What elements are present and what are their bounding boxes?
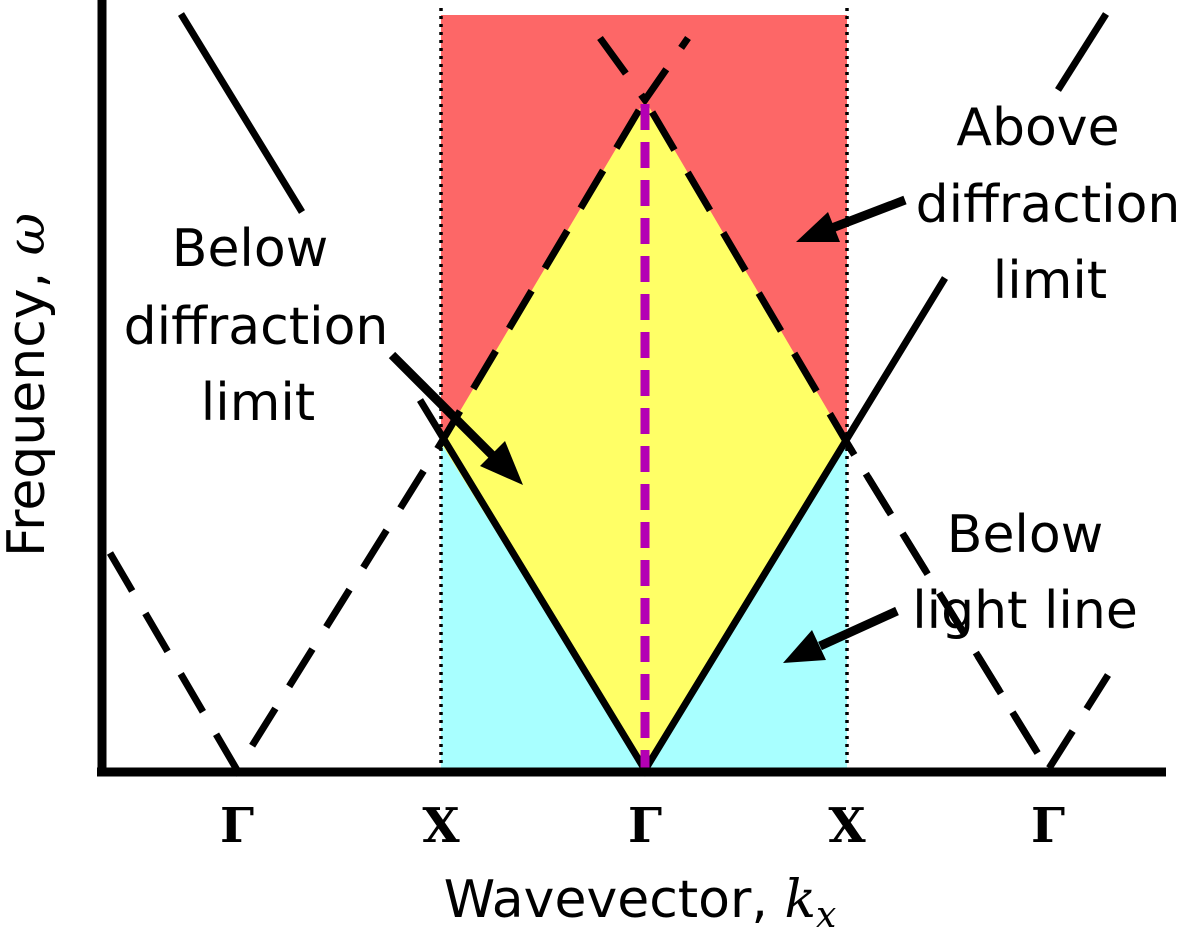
tick-x-1: X <box>422 798 460 854</box>
x-axis-title: Wavevector, kx <box>444 870 837 931</box>
light-line-upper-right <box>1055 12 1109 92</box>
light-line-upper-left <box>178 12 305 214</box>
tick-gamma-3: Γ <box>1031 798 1065 854</box>
y-axis-title: Frequency, ω <box>0 213 57 557</box>
svg-text:limit: limit <box>993 251 1107 311</box>
label-above-diffraction: Above diffraction limit <box>916 98 1181 311</box>
tick-gamma-1: Γ <box>220 798 254 854</box>
svg-text:limit: limit <box>201 373 315 433</box>
tick-x-2: X <box>828 798 866 854</box>
svg-text:Below: Below <box>172 219 328 279</box>
folded-line-top <box>597 35 691 107</box>
tick-gamma-2: Γ <box>628 798 662 854</box>
svg-text:diffraction: diffraction <box>124 297 389 357</box>
svg-text:Above: Above <box>956 98 1119 158</box>
arrow-below-diffraction <box>388 351 523 485</box>
label-below-diffraction: Below diffraction limit <box>124 219 389 433</box>
svg-text:Below: Below <box>947 505 1103 565</box>
folded-line-right <box>844 441 1051 772</box>
svg-text:light line: light line <box>912 581 1138 641</box>
svg-text:diffraction: diffraction <box>916 175 1181 235</box>
arrow-above-diffraction <box>796 195 907 242</box>
label-below-light-line: Below light line <box>912 505 1138 641</box>
arrow-below-light-line <box>783 606 899 663</box>
